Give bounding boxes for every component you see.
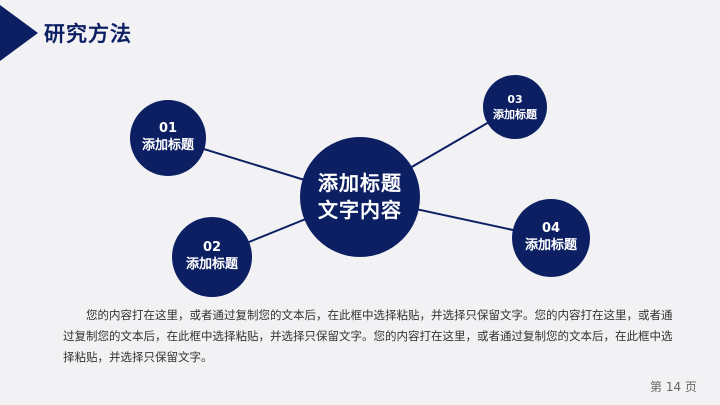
body-paragraph: 您的内容打在这里，或者通过复制您的文本后，在此框中选择粘贴，并选择只保留文字。您… (63, 308, 673, 364)
center-subtitle: 文字内容 (318, 198, 402, 222)
node-03-number: 03 (507, 92, 523, 106)
node-02: 02 添加标题 (172, 217, 252, 297)
node-04-number: 04 (541, 221, 561, 236)
page-number: 第 14 页 (650, 380, 697, 394)
node-01-number: 01 (158, 121, 178, 136)
node-01: 01 添加标题 (130, 100, 206, 176)
center-title: 添加标题 (318, 171, 402, 195)
node-04-label: 添加标题 (524, 238, 577, 253)
node-03: 03 添加标题 (483, 75, 547, 139)
node-02-label: 添加标题 (185, 257, 238, 272)
node-01-label: 添加标题 (141, 138, 194, 153)
page-title: 研究方法 (44, 22, 132, 46)
node-03-label: 添加标题 (493, 107, 537, 121)
header-triangle-icon (0, 5, 38, 61)
node-02-number: 02 (202, 240, 222, 255)
node-04: 04 添加标题 (512, 199, 590, 277)
center-node: 添加标题 文字内容 (300, 137, 420, 257)
